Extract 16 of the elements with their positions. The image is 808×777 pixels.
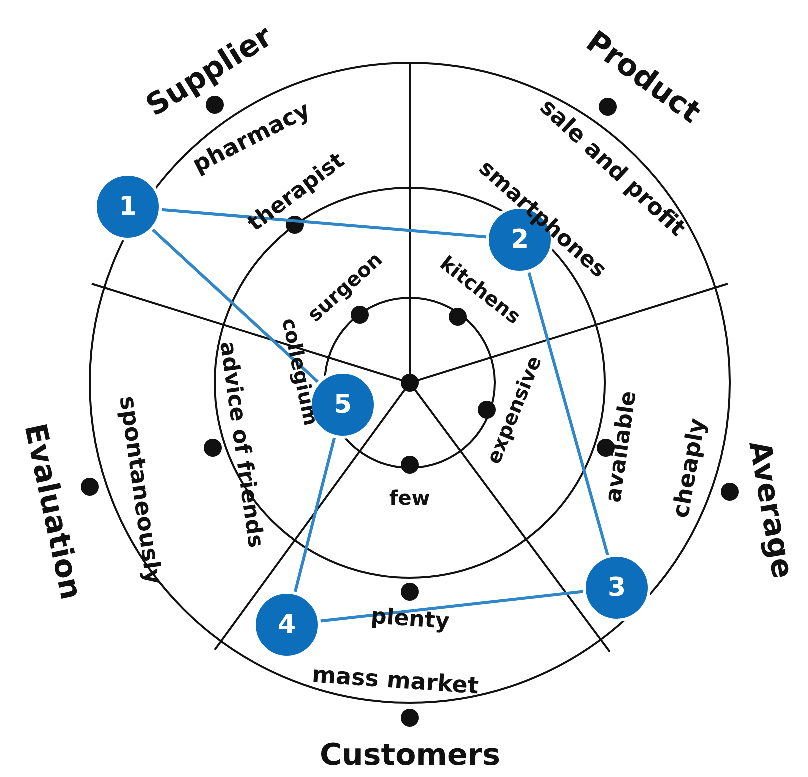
step-number-circle: 1 [94, 173, 162, 241]
connector-line [528, 272, 610, 556]
sector-title: Average [743, 439, 797, 581]
option-label: advice of friends [216, 340, 266, 550]
option-label: mass market [310, 664, 480, 698]
connector-line [162, 208, 486, 239]
connector-line [320, 590, 584, 623]
option-label: available [603, 390, 641, 504]
step-number-circle: 4 [253, 591, 321, 659]
option-label: plenty [370, 606, 450, 634]
option-label: few [390, 488, 430, 508]
connector-line [294, 438, 336, 592]
sector-title: Customers [320, 741, 500, 771]
connector-line [152, 228, 319, 384]
step-number-circle: 3 [583, 554, 651, 622]
option-label: cheaply [670, 416, 710, 520]
